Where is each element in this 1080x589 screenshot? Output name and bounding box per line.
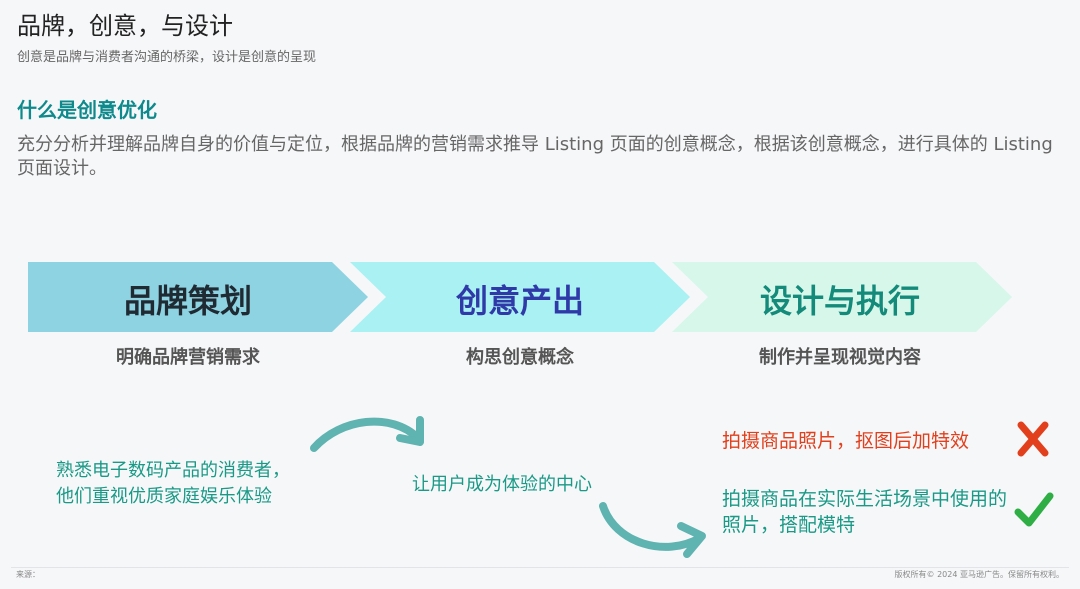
page-title: 品牌，创意，与设计 — [17, 12, 233, 40]
section-title: 什么是创意优化 — [17, 98, 157, 122]
step-3-subtitle: 制作并呈现视觉内容 — [759, 347, 921, 368]
step-3-label: 设计与执行 — [759, 282, 920, 320]
step-2-subtitle: 构思创意概念 — [466, 347, 574, 368]
page-subtitle: 创意是品牌与消费者沟通的桥梁，设计是创意的呈现 — [17, 50, 317, 65]
user-center-text: 让用户成为体验的中心 — [412, 474, 592, 495]
footer-divider — [11, 567, 1069, 568]
step-2-label: 创意产出 — [455, 282, 584, 320]
chevron-step-3 — [672, 262, 1012, 332]
step-1-label: 品牌策划 — [123, 282, 252, 320]
check-icon — [1014, 492, 1054, 527]
good-practice-text: 拍摄商品在实际生活场景中使用的照片，搭配模特 — [722, 488, 1008, 536]
bad-practice-text: 拍摄商品照片，抠图后加特效 — [722, 430, 970, 452]
consumer-insight-text: 熟悉电子数码产品的消费者， 他们重视优质家庭娱乐体验 — [56, 458, 290, 510]
curved-arrow-icon — [599, 502, 706, 558]
chevron-step-1 — [28, 262, 368, 332]
curved-arrow-icon — [310, 416, 424, 452]
footer-copyright: 版权所有© 2024 亚马逊广告。保留所有权利。 — [894, 570, 1064, 579]
consumer-insight-line-1: 熟悉电子数码产品的消费者， — [56, 460, 290, 481]
chevron-step-2 — [350, 262, 690, 332]
consumer-insight-line-2: 他们重视优质家庭娱乐体验 — [56, 486, 272, 507]
footer-source: 来源： — [16, 570, 40, 579]
section-body: 充分分析并理解品牌自身的价值与定位，根据品牌的营销需求推导 Listing 页面… — [17, 134, 1053, 179]
cross-icon — [1017, 421, 1049, 457]
step-1-subtitle: 明确品牌营销需求 — [116, 347, 260, 368]
